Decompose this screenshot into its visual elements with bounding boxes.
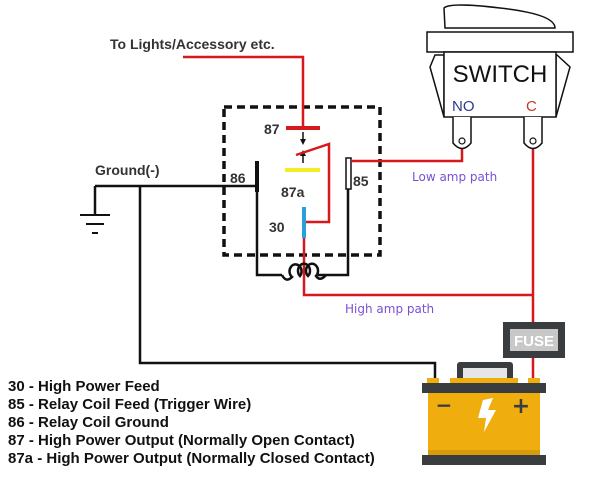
wire-battery-negative [138,186,437,380]
switch-rocker[interactable] [443,4,556,29]
legend-item: 87a - High Power Output (Normally Closed… [8,450,375,467]
wire-high-amp [302,238,533,297]
battery-top-strip [450,378,518,384]
ground-label: Ground(-) [95,162,160,178]
coil-wire-85 [318,189,350,277]
legend-item: 87 - High Power Output (Normally Open Co… [8,432,355,449]
switch-title: SWITCH [453,61,548,88]
legend-item: 86 - Relay Coil Ground [8,414,169,431]
lightning-bolt-icon [478,398,496,432]
switch-clip-right [555,54,571,118]
fuse-label: FUSE [514,333,554,350]
relay-switch-arm [295,142,331,224]
switch-terminal-no-hole [458,137,466,145]
switch-clip-left [429,54,445,118]
switch-bezel [426,31,574,53]
battery-plus-icon: + [512,394,530,419]
switch-body [443,51,557,118]
lights-label: To Lights/Accessory etc. [110,36,275,52]
coil-icon [280,262,327,281]
high-amp-path-label: High amp path [345,302,434,316]
switch-c-label: C [526,98,537,115]
pin87-label: 87 [264,121,280,137]
arrow-down-head [300,139,306,145]
switch-no-label: NO [452,98,475,115]
pin87a-label: 87a [281,184,305,200]
battery-lid [422,383,546,393]
pin85-terminal [345,157,352,190]
wire-low-amp [351,148,464,163]
legend-item: 30 - High Power Feed [8,378,160,395]
battery-base [422,455,546,465]
pin-legend: 30 - High Power Feed 85 - Relay Coil Fee… [8,378,375,468]
coil-wire-86 [255,190,282,277]
wire-to-lights [183,55,305,127]
switch-terminal-no [452,117,472,150]
legend-item: 85 - Relay Coil Feed (Trigger Wire) [8,396,252,413]
pin30-label: 30 [269,219,285,235]
battery-terminal-negative [427,378,439,384]
pin85-label: 85 [353,173,369,189]
fuse[interactable] [510,329,558,351]
switch-terminal-c [523,117,543,150]
battery-body-shade [428,450,540,455]
switch-terminal-c-hole [529,137,537,145]
battery-minus-icon: − [436,393,453,417]
pin86-label: 86 [230,170,246,186]
battery-terminal-positive [528,378,540,384]
low-amp-path-label: Low amp path [412,170,497,184]
